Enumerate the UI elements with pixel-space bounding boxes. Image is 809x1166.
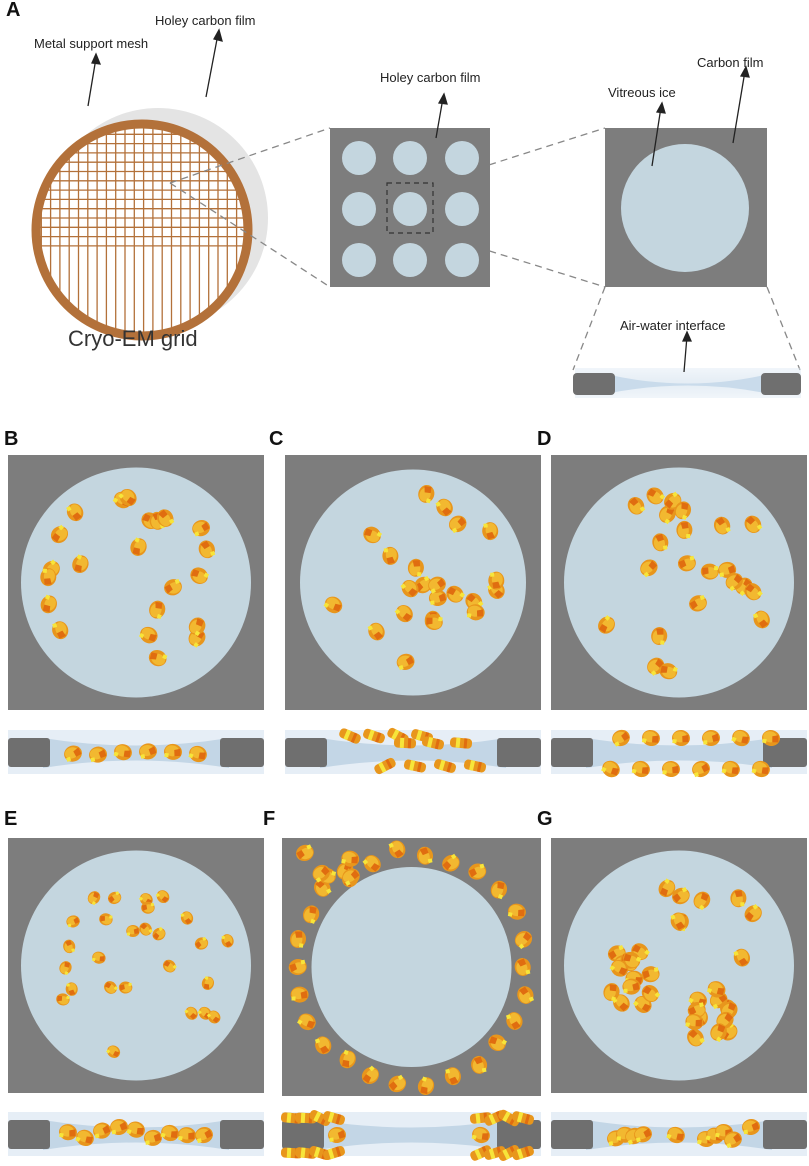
metal-rim	[31, 119, 253, 341]
panel-letter-a: A	[6, 0, 21, 21]
panel-g	[551, 838, 807, 1093]
carbon-support-left	[551, 738, 593, 767]
panel-letter-b: B	[4, 428, 19, 450]
carbon-support-left	[282, 1120, 324, 1149]
panel-letter-g: G	[537, 808, 553, 830]
vitreous-ice-hole	[21, 850, 251, 1081]
panel-d	[551, 455, 807, 710]
label-metal-support-mesh: Metal support mesh	[34, 36, 149, 51]
panel-letter-c: C	[269, 428, 284, 450]
grid-caption: Cryo-EM grid	[68, 326, 198, 351]
cross-section-g	[551, 1112, 807, 1156]
cross-section-f	[280, 1108, 541, 1163]
grid-background	[32, 120, 252, 340]
panel-a	[31, 28, 801, 398]
label-vitreous-ice: Vitreous ice	[608, 85, 676, 100]
label-holey-carbon-film-grid: Holey carbon film	[155, 13, 256, 28]
cross-section-a	[573, 368, 801, 398]
cryo-em-grid	[31, 108, 268, 341]
holey-film-square	[330, 128, 490, 287]
cross-section-d	[551, 727, 807, 781]
label-arrows	[87, 28, 750, 373]
meniscus	[317, 1120, 506, 1150]
particle	[449, 737, 473, 749]
particle	[393, 737, 417, 749]
carbon-support-right	[763, 1120, 807, 1149]
zoom-box	[386, 182, 434, 234]
particle	[126, 925, 140, 937]
panel-letter-f: F	[263, 808, 276, 830]
vitreous-ice-hole	[311, 867, 512, 1067]
label-holey-carbon-film-square: Holey carbon film	[380, 70, 481, 85]
panel-letter-d: D	[537, 428, 552, 450]
vitreous-ice-hole	[21, 467, 251, 698]
panel-c	[285, 455, 541, 710]
carbon-support-left	[551, 1120, 593, 1149]
panel-letter-e: E	[4, 808, 18, 830]
meniscus	[586, 738, 772, 768]
carbon-support-left	[8, 738, 50, 767]
single-hole-square	[605, 128, 767, 287]
cross-section-c	[285, 726, 541, 776]
panel-b	[8, 455, 264, 710]
vitreous-ice-hole	[564, 850, 794, 1081]
label-carbon-film: Carbon film	[697, 55, 764, 70]
carbon-support-right	[220, 1120, 264, 1149]
panel-f	[282, 837, 541, 1098]
meniscus	[43, 738, 229, 768]
carbon-support-left	[8, 1120, 50, 1149]
cross-section-b	[8, 730, 264, 774]
carbon-support-right	[220, 738, 264, 767]
label-air-water-interface: Air-water interface	[620, 318, 726, 333]
carbon-support-right	[497, 1120, 541, 1149]
vitreous-ice-hole	[564, 467, 794, 698]
carbon-support-left	[285, 738, 327, 767]
panel-e	[8, 838, 264, 1093]
cross-section-e	[8, 1112, 264, 1156]
carbon-support-right	[497, 738, 541, 767]
